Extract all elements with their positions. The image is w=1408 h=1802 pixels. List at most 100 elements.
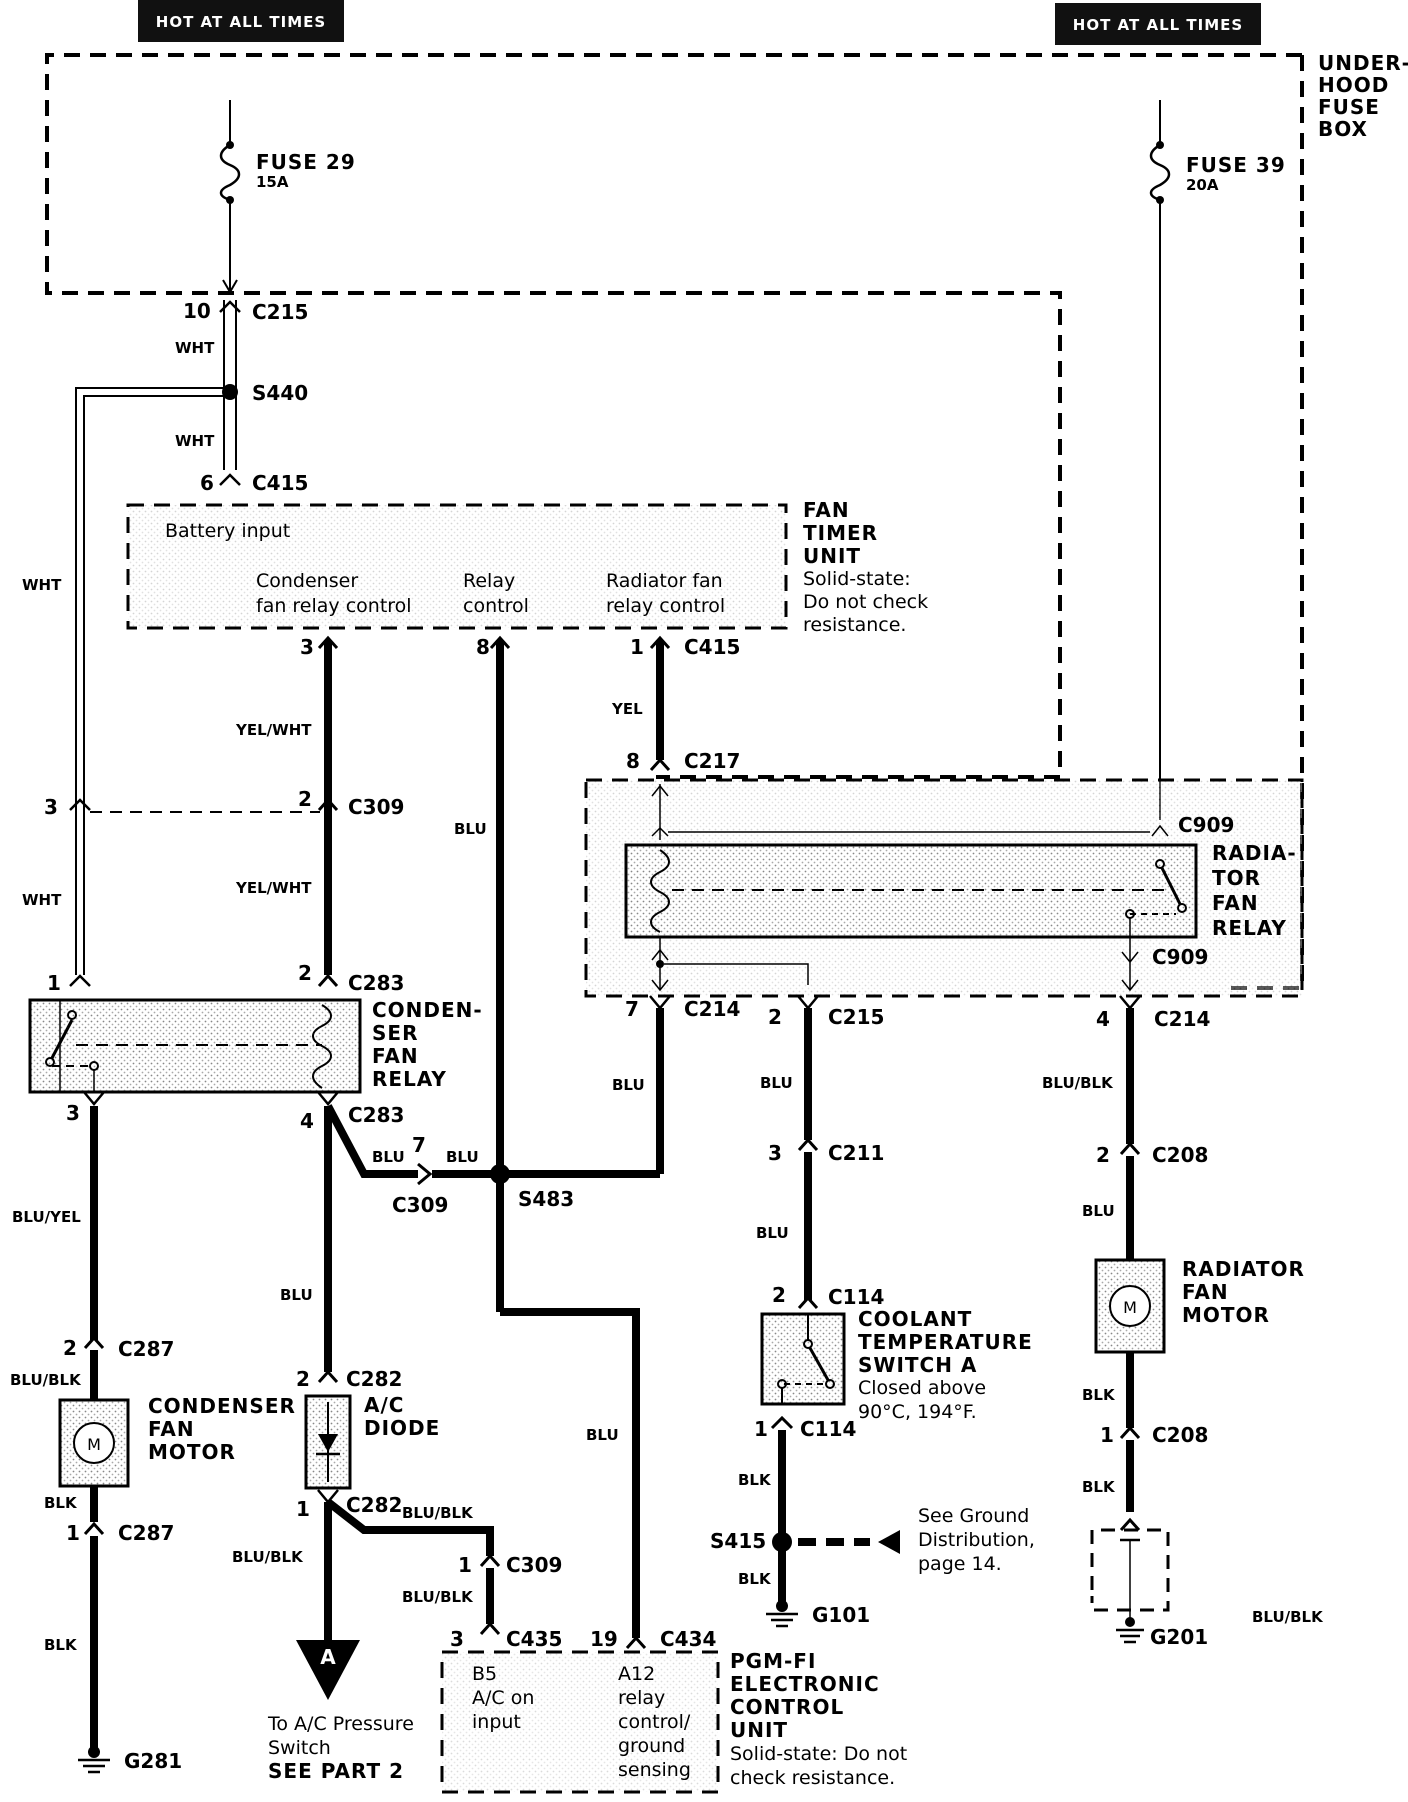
wht-supply-wires [75, 300, 238, 975]
svg-text:2: 2 [63, 1336, 77, 1360]
svg-text:8: 8 [626, 749, 640, 773]
svg-text:2: 2 [1096, 1143, 1110, 1167]
coolant-temperature-switch: COOLANT TEMPERATURE SWITCH A Closed abov… [760, 1307, 1032, 1423]
svg-text:RELAY: RELAY [1212, 916, 1287, 940]
svg-text:ground: ground [618, 1735, 685, 1757]
svg-text:7: 7 [412, 1133, 426, 1157]
svg-text:1: 1 [66, 1521, 80, 1545]
blu-blk-diode-wires [324, 1498, 501, 1640]
condenser-motor-symbol: M [87, 1435, 101, 1454]
svg-text:C309: C309 [506, 1553, 562, 1577]
condenser-fan-motor: M CONDENSER FAN MOTOR [58, 1394, 295, 1488]
ac-pressure-badge: A [320, 1645, 336, 1669]
svg-text:A/C: A/C [364, 1393, 404, 1417]
svg-text:2: 2 [768, 1005, 782, 1029]
svg-text:C211: C211 [828, 1141, 884, 1165]
svg-text:input: input [472, 1711, 521, 1733]
svg-text:See Ground: See Ground [918, 1505, 1029, 1527]
hot-at-all-times-right: HOT AT ALL TIMES [1055, 3, 1261, 45]
fan-timer-unit: Battery input Condenser fan relay contro… [126, 498, 928, 636]
svg-text:1: 1 [458, 1553, 472, 1577]
svg-text:YEL: YEL [611, 700, 643, 718]
hot-label-right: HOT AT ALL TIMES [1073, 16, 1243, 34]
svg-text:FAN: FAN [372, 1044, 419, 1068]
svg-text:BLU: BLU [280, 1286, 313, 1304]
svg-text:C208: C208 [1152, 1423, 1208, 1447]
g101-ground-icon [766, 1600, 798, 1628]
radiator-fan-motor: M RADIATOR FAN MOTOR [1094, 1257, 1305, 1354]
svg-text:B5: B5 [472, 1663, 497, 1685]
svg-text:C282: C282 [346, 1493, 402, 1517]
svg-text:Distribution,: Distribution, [918, 1529, 1035, 1551]
svg-text:4: 4 [1096, 1007, 1110, 1031]
svg-text:C434: C434 [660, 1627, 716, 1651]
svg-text:YEL/WHT: YEL/WHT [235, 721, 312, 739]
svg-text:2: 2 [298, 787, 312, 811]
blu-blk-radiator-wire [1119, 995, 1141, 1260]
svg-text:PGM-FI: PGM-FI [730, 1649, 816, 1673]
svg-text:1: 1 [630, 635, 644, 659]
svg-text:C283: C283 [348, 971, 404, 995]
svg-text:G101: G101 [812, 1603, 870, 1627]
svg-text:BLK: BLK [44, 1494, 78, 1512]
svg-text:resistance.: resistance. [803, 614, 906, 636]
svg-text:G281: G281 [124, 1749, 182, 1773]
svg-text:C283: C283 [348, 1103, 404, 1127]
svg-text:C435: C435 [506, 1627, 562, 1651]
svg-text:BLK: BLK [1082, 1386, 1116, 1404]
svg-text:C282: C282 [346, 1367, 402, 1391]
svg-text:RELAY: RELAY [372, 1067, 447, 1091]
c309-upper-label: C309 [348, 795, 404, 819]
svg-text:C215: C215 [252, 300, 308, 324]
svg-text:8: 8 [476, 635, 490, 659]
svg-text:Condenser: Condenser [256, 570, 358, 592]
c415-top-connector [219, 473, 241, 486]
svg-text:C114: C114 [828, 1285, 884, 1309]
svg-text:C208: C208 [1152, 1143, 1208, 1167]
svg-text:3: 3 [768, 1141, 782, 1165]
svg-text:TOR: TOR [1212, 866, 1261, 890]
svg-text:BLU/BLK: BLU/BLK [402, 1588, 474, 1606]
fuse-29-name: FUSE 29 [256, 150, 356, 174]
svg-text:A12: A12 [618, 1663, 655, 1685]
svg-text:BLU: BLU [612, 1076, 645, 1094]
svg-text:YEL/WHT: YEL/WHT [235, 879, 312, 897]
svg-text:UNIT: UNIT [803, 544, 861, 568]
svg-text:BLU: BLU [756, 1224, 789, 1242]
svg-text:2: 2 [296, 1367, 310, 1391]
c215-top-connector [219, 300, 241, 313]
underhood-fuse-box-border [45, 53, 1304, 990]
svg-text:BLU/BLK: BLU/BLK [402, 1504, 474, 1522]
radiator-fan-relay: RADIA- TOR FAN RELAY [584, 778, 1304, 998]
svg-text:COOLANT: COOLANT [858, 1307, 972, 1331]
hot-label-left: HOT AT ALL TIMES [156, 13, 326, 31]
ac-diode: A/C DIODE [304, 1393, 439, 1490]
svg-text:To A/C Pressure: To A/C Pressure [267, 1713, 414, 1735]
svg-text:WHT: WHT [22, 576, 62, 594]
svg-text:FUSE: FUSE [1318, 95, 1380, 119]
svg-text:BLK: BLK [44, 1636, 78, 1654]
svg-text:WHT: WHT [22, 891, 62, 909]
blu-wire-cond-relay [324, 1104, 660, 1372]
c214-pin7 [649, 995, 671, 1010]
svg-text:6: 6 [200, 471, 214, 495]
svg-text:1: 1 [296, 1497, 310, 1521]
svg-text:BLU: BLU [446, 1148, 479, 1166]
svg-text:BLU: BLU [760, 1074, 793, 1092]
ac-pressure-arrow: A To A/C Pressure Switch SEE PART 2 [267, 1640, 414, 1783]
svg-text:C114: C114 [800, 1417, 856, 1441]
svg-text:RADIATOR: RADIATOR [1182, 1257, 1305, 1281]
svg-text:UNIT: UNIT [730, 1718, 788, 1742]
svg-text:control/: control/ [618, 1711, 691, 1733]
svg-text:FAN: FAN [1182, 1280, 1229, 1304]
svg-text:FAN: FAN [1212, 891, 1259, 915]
svg-text:4: 4 [300, 1109, 314, 1133]
svg-text:WHT: WHT [175, 339, 215, 357]
svg-text:C215: C215 [828, 1005, 884, 1029]
c287-lower [83, 1521, 105, 1536]
svg-text:Radiator fan: Radiator fan [606, 570, 723, 592]
svg-text:FAN: FAN [148, 1417, 195, 1441]
svg-text:relay control: relay control [606, 595, 725, 617]
svg-text:2: 2 [772, 1283, 786, 1307]
svg-text:BLU/YEL: BLU/YEL [12, 1208, 81, 1226]
